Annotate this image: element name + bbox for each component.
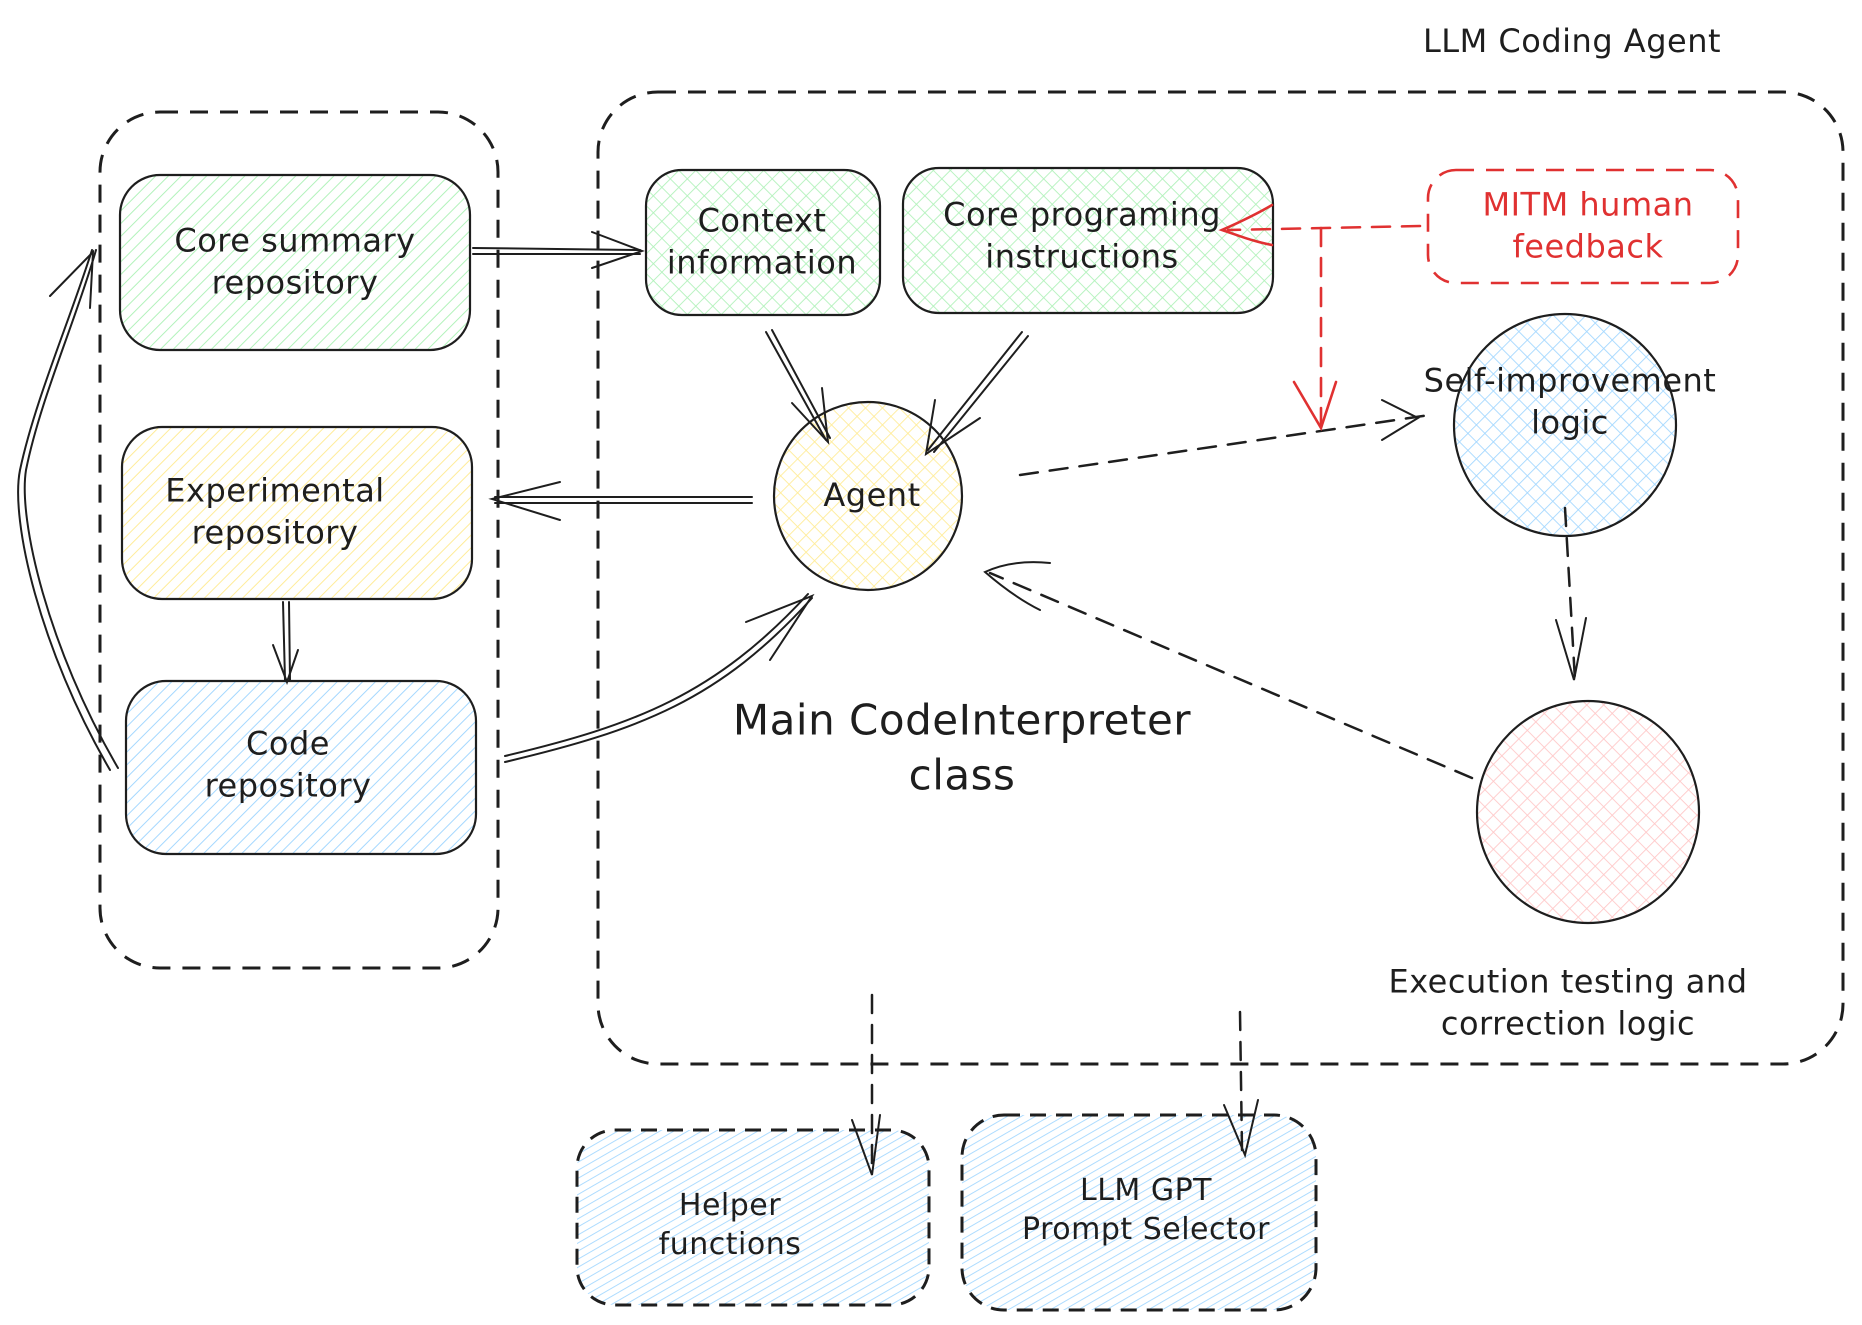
edge-exec-to-agent — [988, 571, 1474, 780]
helper-functions-node[interactable] — [575, 1128, 931, 1307]
edge-agent-to-experimental — [488, 481, 753, 521]
arrowhead-self-improvement — [1381, 399, 1421, 441]
arrowhead-exec — [1555, 617, 1587, 681]
edge-core-prog-to-agent — [924, 331, 1029, 457]
self-improvement-logic-node[interactable] — [1452, 312, 1678, 538]
code-repository-node[interactable] — [124, 679, 478, 856]
edge-core-summary-to-context — [472, 231, 645, 269]
core-summary-repository-node[interactable] — [118, 173, 472, 352]
edge-context-to-agent — [765, 329, 831, 445]
mitm-human-feedback-node[interactable] — [1426, 168, 1740, 285]
edge-main-to-gpt-selector — [1238, 1010, 1244, 1152]
main-codeinterpreter-caption: Main CodeInterpreter class — [732, 695, 1192, 799]
core-programing-instructions-node[interactable] — [901, 166, 1275, 315]
execution-testing-caption: Execution testing and correction logic — [1388, 962, 1748, 1042]
llm-coding-agent-group[interactable] — [596, 90, 1845, 1066]
mitm-label: MITM human feedback — [1482, 185, 1694, 265]
agent-label: Agent — [823, 476, 921, 515]
experimental-label: Experimental repository — [165, 471, 385, 551]
agent-node[interactable] — [772, 400, 964, 592]
edge-agent-to-self-improvement — [1018, 413, 1432, 477]
context-information-label: Context information — [666, 201, 858, 281]
arrowhead-core-prog — [1218, 203, 1274, 247]
context-information-node[interactable] — [644, 168, 882, 317]
llm-gpt-prompt-selector-label: LLM GPT Prompt Selector — [1022, 1173, 1270, 1247]
edge-mitm-to-core-prog — [1226, 224, 1422, 232]
edge-experimental-to-code — [272, 601, 299, 685]
core-summary-label: Core summary repository — [174, 221, 416, 301]
arrowhead-agent-from-exec — [983, 561, 1051, 611]
execution-testing-node[interactable] — [1475, 699, 1701, 925]
helper-functions-label: Helper functions — [658, 1188, 802, 1262]
experimental-repository-node[interactable] — [120, 425, 474, 601]
arrowhead-gpt-selector — [1223, 1099, 1259, 1159]
self-improvement-label: Self-improvement logic — [1423, 361, 1717, 441]
arrowhead-helper — [851, 1114, 881, 1176]
edge-code-to-core-summary — [17, 249, 119, 771]
code-repository-label: Code repository — [204, 724, 372, 804]
diagram-title: LLM Coding Agent — [1422, 22, 1722, 61]
core-programing-label: Core programing instructions — [943, 195, 1221, 275]
llm-gpt-prompt-selector-node[interactable] — [960, 1113, 1318, 1312]
edge-code-to-agent — [504, 593, 815, 763]
arrowhead-red-down — [1292, 380, 1338, 432]
